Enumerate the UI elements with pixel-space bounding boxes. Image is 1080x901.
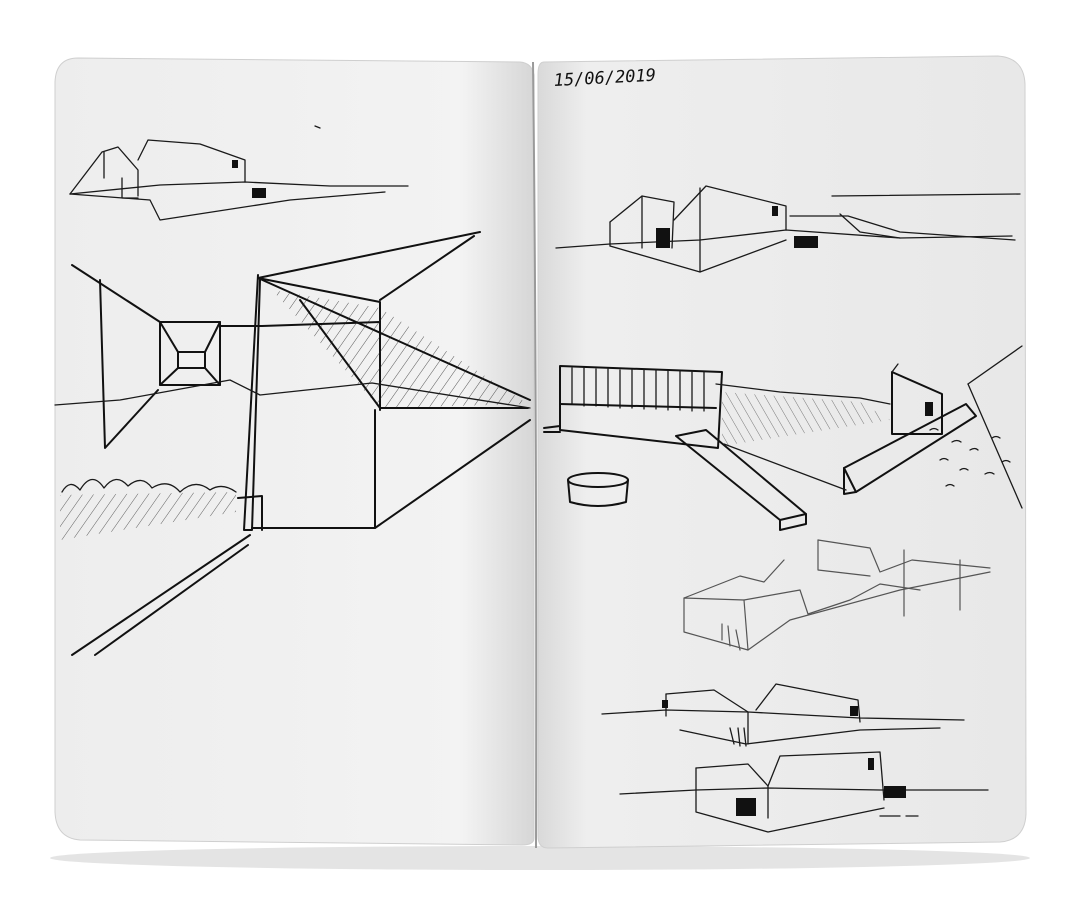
fence-bars [571,367,705,412]
left-page [54,57,535,846]
right-sketch-pencil [683,539,991,651]
right-sketch-houses-bottom-2 [619,751,989,833]
right-page [537,55,1027,849]
right-sketch-courtyard [543,345,1023,531]
book-shadow [50,846,1030,870]
left-sketch-perspective [54,231,531,656]
right-sketch-houses-top [555,185,1021,273]
left-sketch-houses-top [69,125,409,221]
right-sketch-houses-bottom-1 [601,683,965,747]
book-gutter [532,61,538,849]
